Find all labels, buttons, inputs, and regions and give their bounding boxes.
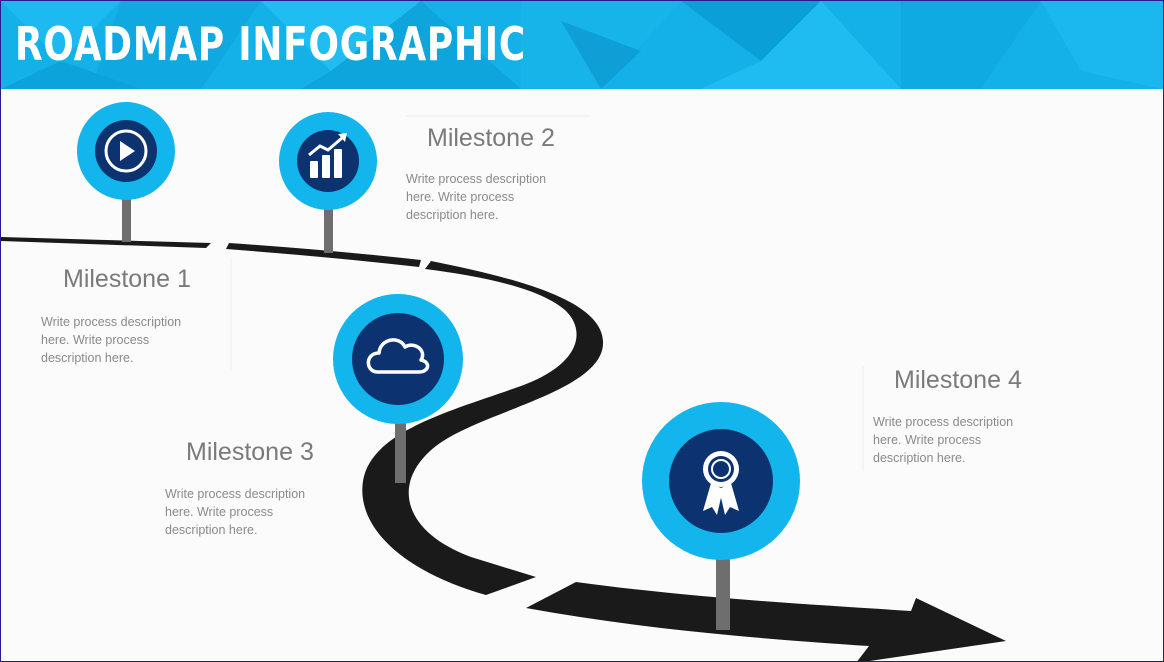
road (1, 237, 1006, 661)
header-banner: ROADMAP INFOGRAPHIC (1, 1, 1163, 89)
milestone-1-title: Milestone 1 (63, 265, 191, 293)
milestone-3-pin (333, 294, 463, 483)
milestone-1-pin (77, 102, 175, 242)
milestone-4-description: Write process description here. Write pr… (873, 415, 1014, 465)
milestone-2-title: Milestone 2 (427, 124, 555, 152)
text-panels (230, 115, 864, 471)
milestone-2-pin (279, 112, 377, 253)
growth-chart-icon (308, 133, 347, 178)
award-ribbon-icon (703, 451, 739, 515)
cloud-icon (366, 338, 430, 374)
milestone-3-description: Write process description here. Write pr… (165, 487, 306, 537)
milestone-4-title: Milestone 4 (894, 366, 1022, 394)
polygon-pattern-background (1, 1, 1163, 89)
milestone-2-description: Write process description here. Write pr… (406, 172, 547, 222)
milestone-4-pin (642, 402, 800, 630)
play-icon (104, 129, 148, 173)
milestone-3-title: Milestone 3 (186, 438, 314, 466)
page-title: ROADMAP INFOGRAPHIC (15, 17, 527, 71)
milestone-1-description: Write process description here. Write pr… (41, 315, 182, 365)
